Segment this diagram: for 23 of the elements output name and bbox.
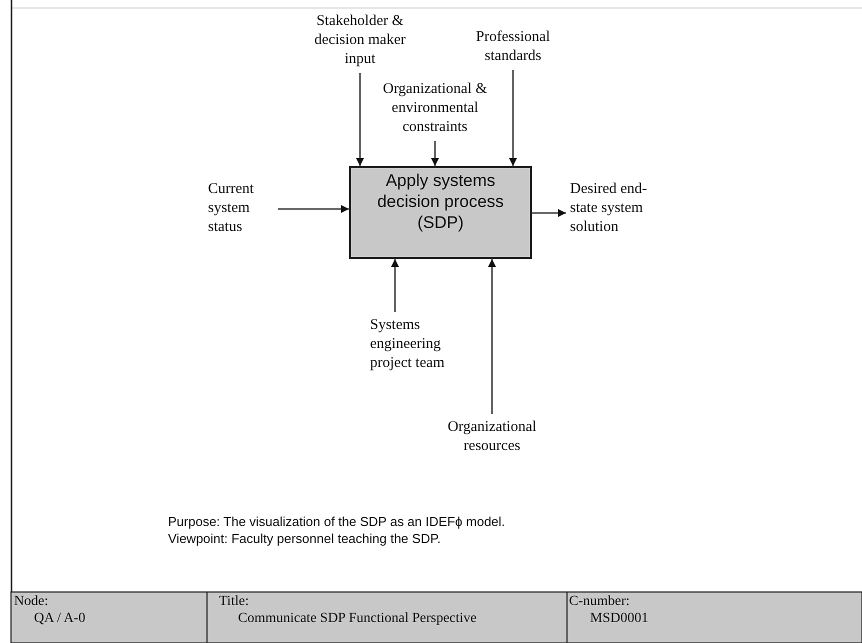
process-box: Apply systems decision process (SDP) xyxy=(349,166,532,259)
field-label: Node: xyxy=(14,594,48,610)
viewpoint-note: Viewpoint: Faculty personnel teaching the SDP. xyxy=(168,531,441,546)
arrow-label: Stakeholder & decision maker input xyxy=(305,12,415,69)
arrow xyxy=(532,209,566,217)
arrow xyxy=(488,259,496,414)
arrow-label: Systems engineering project team xyxy=(370,316,454,373)
title-value: Communicate SDP Functional Perspective xyxy=(238,611,477,627)
arrow-label: Organizational resources xyxy=(432,418,552,456)
arrow xyxy=(356,73,364,166)
arrow xyxy=(278,205,349,213)
field-label: Title: xyxy=(219,594,249,610)
c-number: MSD0001 xyxy=(590,611,648,627)
arrow-label: Desired end-state system solution xyxy=(570,180,650,237)
arrow xyxy=(391,259,399,312)
node-number: QA / A-0 xyxy=(34,611,86,627)
arrow-label: Current system status xyxy=(208,180,274,237)
field-label: C-number: xyxy=(569,594,630,610)
arrow xyxy=(431,141,439,166)
arrow-label: Professional standards xyxy=(458,28,568,66)
purpose-note: Purpose: The visualization of the SDP as an IDEFϕ model. xyxy=(168,514,506,529)
arrow-label: Organizational & environmental constraints xyxy=(365,80,505,137)
arrow xyxy=(509,70,517,166)
